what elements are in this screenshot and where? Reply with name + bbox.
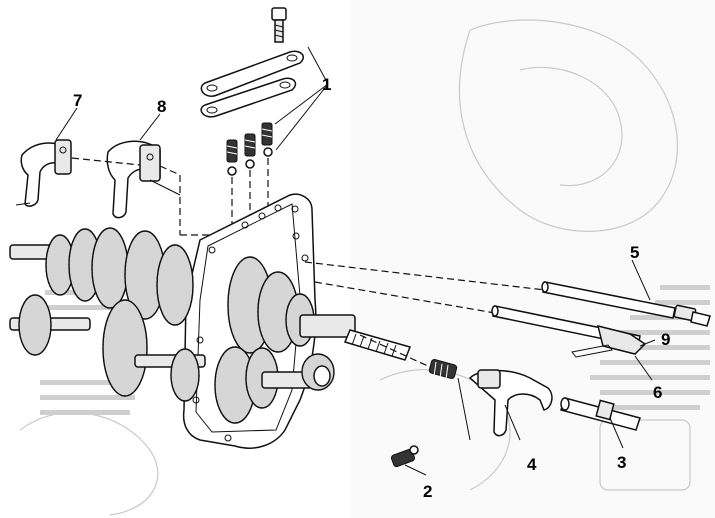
callout-7: 7	[73, 91, 82, 110]
retainer-plate-lower	[200, 77, 297, 118]
output-splined-shaft	[343, 329, 411, 361]
retainer-plate-upper	[200, 50, 304, 97]
retainer-assembly	[200, 7, 329, 225]
shift-fork-4	[468, 369, 553, 437]
callout-4: 4	[527, 455, 537, 474]
output-shaft-assembly	[214, 256, 411, 424]
callout-3: 3	[617, 453, 626, 472]
input-shaft-assembly	[9, 227, 206, 402]
callout-9: 9	[661, 330, 670, 349]
detent-ball-2	[245, 159, 255, 169]
gear-stack-upper	[45, 227, 194, 326]
detent-spring-1	[226, 139, 238, 163]
detent-ball-3	[263, 147, 273, 157]
shift-rod-5	[541, 281, 711, 327]
detent-spring-2	[244, 133, 256, 157]
detent-ball-1	[227, 166, 237, 176]
callout-8: 8	[157, 97, 166, 116]
callout-2: 2	[423, 482, 432, 501]
gear-stack-lower	[9, 294, 206, 402]
retainer-bolt	[271, 7, 287, 43]
callout-5: 5	[630, 243, 639, 262]
shift-lug-9	[571, 324, 647, 358]
shift-fork-7	[15, 139, 72, 207]
shift-pin-3	[560, 397, 641, 431]
callout-1: 1	[322, 75, 331, 94]
shift-fork-8	[106, 140, 181, 219]
detent-spring-3	[261, 122, 273, 146]
detent-plunger-2	[390, 445, 419, 468]
shift-spring-4	[428, 359, 458, 380]
callout-6: 6	[653, 383, 662, 402]
background-scan-ghost	[19, 0, 715, 518]
